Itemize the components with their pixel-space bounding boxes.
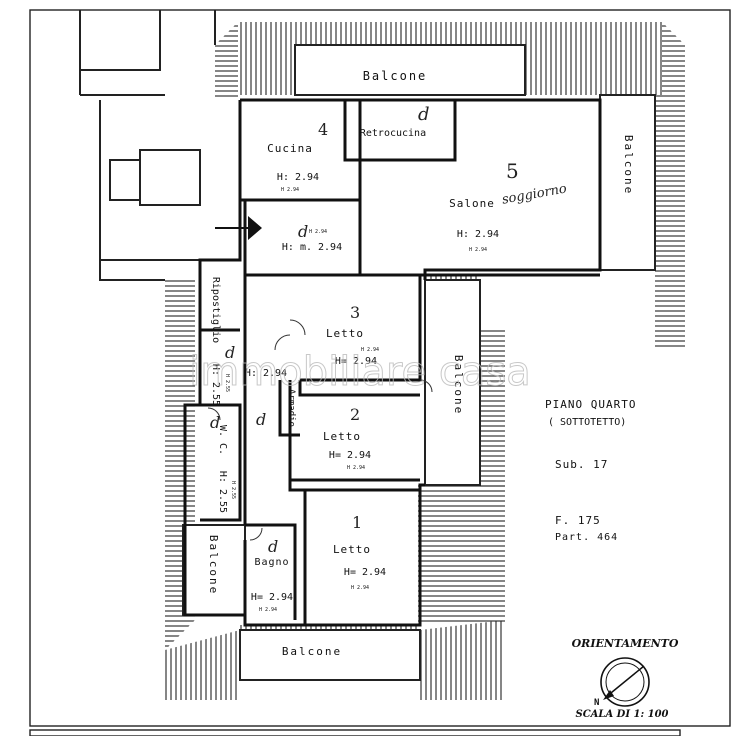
ripostiglio-mark: d: [225, 343, 235, 362]
balcone-right: [599, 94, 656, 271]
balcone-top: [294, 44, 526, 96]
cucina-label: Cucina: [267, 142, 313, 155]
letto2-height: H= 2.94: [329, 450, 371, 461]
bagno-label: Bagno: [254, 557, 289, 568]
ripostiglio-height-small: H 2.55: [224, 374, 230, 392]
wc-height-small: H 2.55: [230, 481, 236, 499]
apartment-walls: [183, 98, 602, 627]
balcone-mid-label: Balcone: [452, 355, 465, 415]
room-number-3: 3: [350, 303, 360, 322]
room-number-2: 2: [350, 405, 360, 424]
ripostiglio-height: H: 2.55: [210, 364, 221, 406]
balcone-mid: [424, 279, 481, 486]
door-arcs: [207, 319, 433, 541]
bagno-height: H= 2.94: [251, 592, 293, 603]
disimpegno-height-small: H 2.94: [309, 229, 327, 235]
corridoio-mark: d: [256, 410, 266, 429]
balcone-bottom: [239, 629, 421, 681]
cucina-height: H: 2.94: [277, 172, 319, 183]
letto2-label: Letto: [323, 430, 361, 443]
foglio-label: F. 175: [555, 514, 601, 527]
sottotetto-label: ( SOTTOTETTO): [548, 417, 626, 428]
letto3-height: H= 2.94: [335, 356, 377, 367]
entrance-arrow-icon: [248, 216, 262, 240]
salone-label: Salone: [449, 197, 495, 210]
letto1-height-small: H 2.94: [351, 585, 369, 591]
balconies: [182, 44, 656, 681]
balcone-top-label: Balcone: [363, 69, 428, 83]
watermark: immobiliare casa: [189, 349, 531, 395]
retrocucina-label: Retrocucina: [360, 128, 426, 139]
drawing-frame: [29, 9, 731, 727]
balcone-left: [182, 524, 246, 616]
letto1-label: Letto: [333, 543, 371, 556]
room-number-1: 1: [352, 513, 362, 532]
bottom-strip: [29, 729, 681, 736]
bagno-mark: d: [268, 537, 278, 556]
balcone-bottom-label: Balcone: [282, 645, 342, 658]
scale-label: SCALA DI 1: 100: [575, 709, 668, 720]
wc-mark: d: [210, 413, 220, 432]
letto2-height-small: H 2.94: [347, 465, 365, 471]
bagno-height-small: H 2.94: [259, 607, 277, 613]
wc-height: H: 2.55: [217, 471, 228, 513]
salone-height-small: H 2.94: [469, 247, 487, 253]
letto1-height: H= 2.94: [344, 567, 386, 578]
room-number-4: 4: [318, 120, 328, 139]
north-label: N: [594, 698, 599, 708]
orientamento-label: ORIENTAMENTO: [572, 637, 679, 650]
room-number-5: 5: [506, 159, 519, 183]
retrocucina-mark: d: [418, 104, 430, 125]
wc-label: W. C.: [217, 425, 228, 455]
balcone-right-label: Balcone: [622, 135, 635, 195]
balcone-left-label: Balcone: [207, 535, 220, 595]
corridoio-height: H: 2.94: [245, 368, 287, 379]
piano-label: PIANO QUARTO: [545, 398, 636, 411]
armadio-label: Armadio: [286, 389, 296, 427]
particella-label: Part. 464: [555, 532, 618, 543]
ripostiglio-label: Ripostiglio: [210, 277, 221, 343]
disimpegno-height: H: m. 2.94: [282, 242, 342, 253]
salone-handwritten-note: soggiorno: [501, 181, 568, 207]
letto3-label: Letto: [326, 327, 364, 340]
sub-label: Sub. 17: [555, 458, 608, 471]
letto3-height-small: H 2.94: [361, 347, 379, 353]
disimpegno-mark: d: [298, 222, 308, 241]
salone-height: H: 2.94: [457, 229, 499, 240]
compass-icon: [600, 657, 650, 707]
cucina-height-small: H 2.94: [281, 187, 299, 193]
